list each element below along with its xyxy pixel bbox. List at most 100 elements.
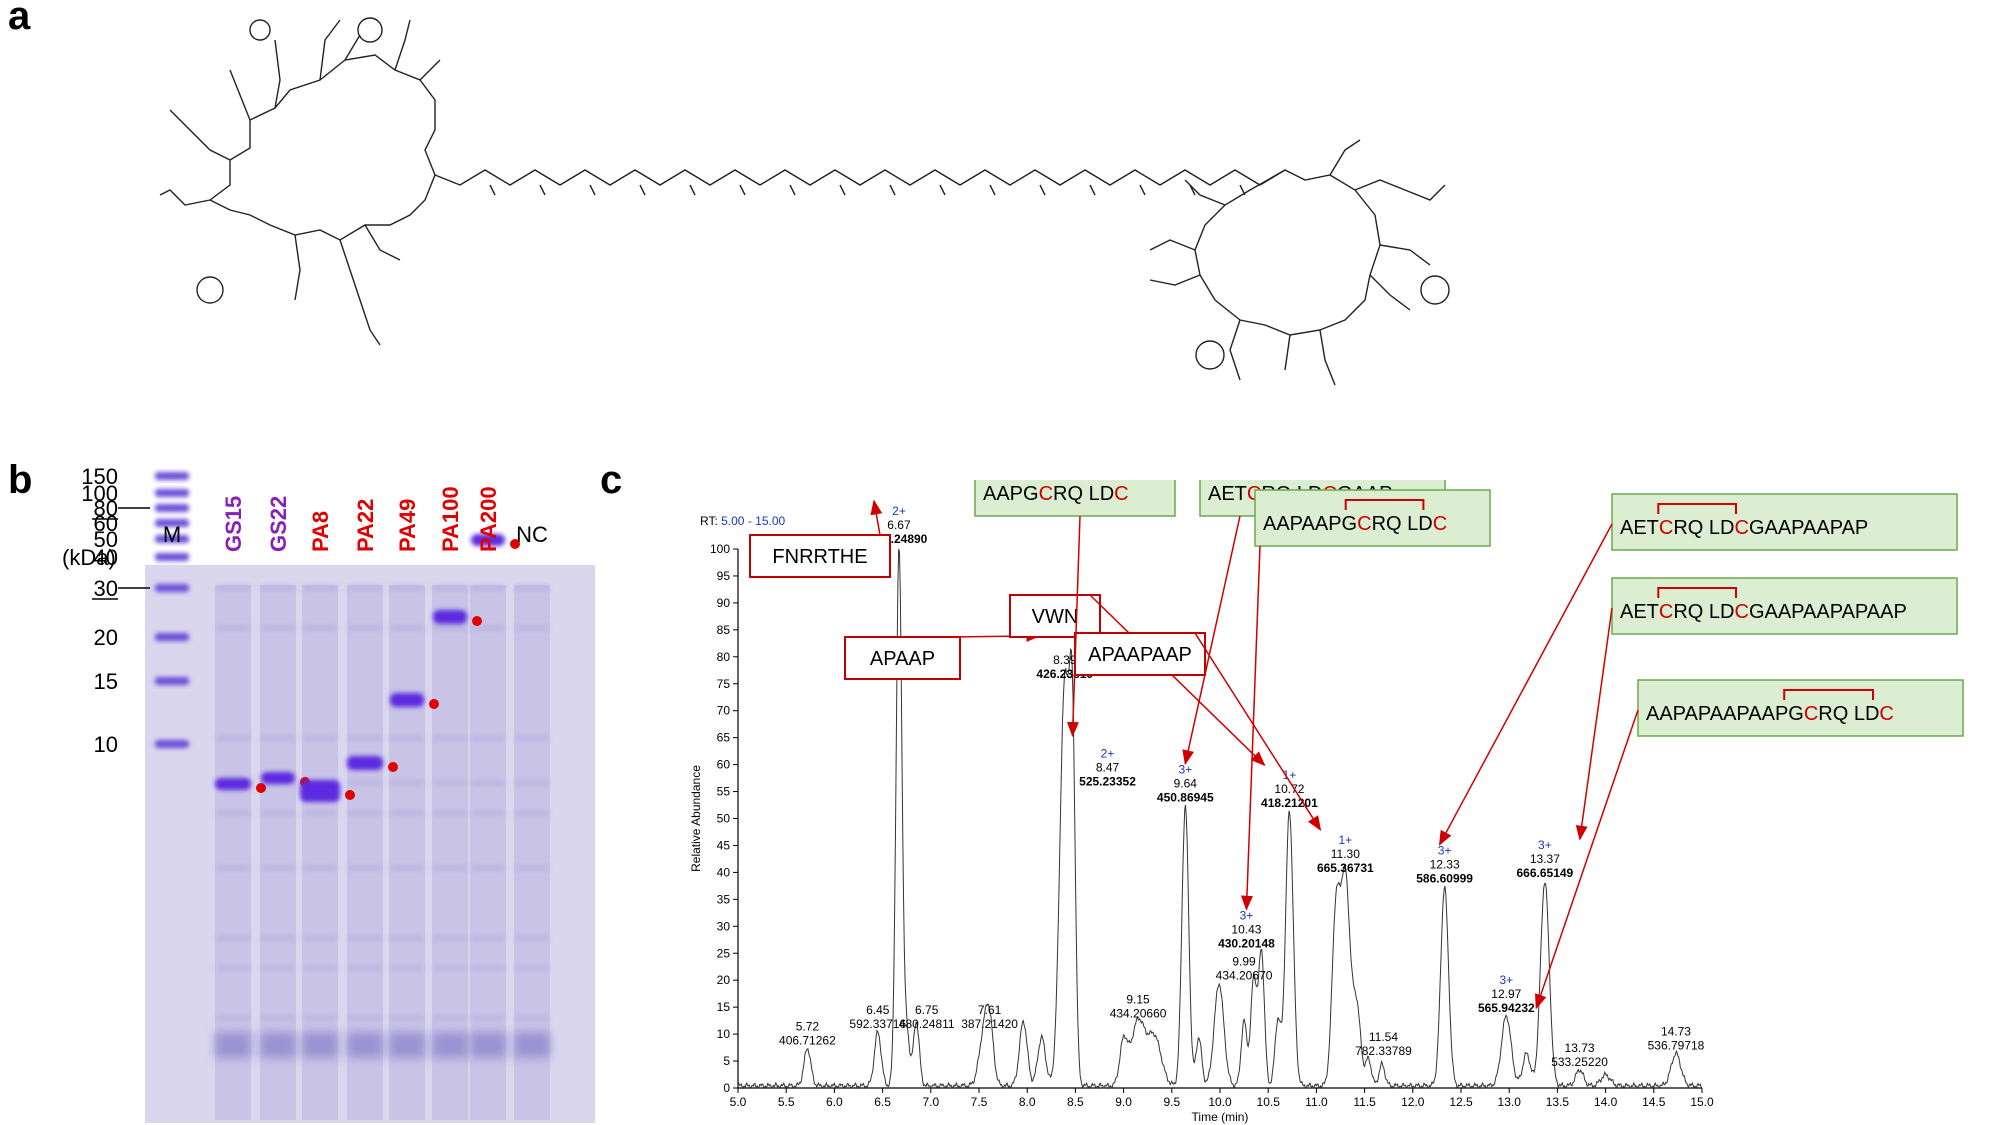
peak-charge: 2+ bbox=[892, 504, 906, 518]
lane-label: PA100 bbox=[438, 486, 463, 552]
marker-size-label: 60 bbox=[94, 511, 118, 536]
gel-faint-band bbox=[471, 1015, 505, 1021]
gel-faint-band bbox=[390, 1015, 424, 1021]
marker-size-label: 150 bbox=[81, 464, 118, 489]
peak-mass: 434.20670 bbox=[1216, 969, 1273, 983]
peak-charge: 3+ bbox=[1240, 908, 1254, 922]
gel-faint-band bbox=[303, 965, 337, 971]
gel-dye-front bbox=[302, 1032, 338, 1058]
peak-mass: 533.25220 bbox=[1551, 1055, 1608, 1069]
gel-faint-band bbox=[390, 965, 424, 971]
peak-time: 13.37 bbox=[1530, 852, 1560, 866]
fragment-sequence: APAAPAAP bbox=[1088, 644, 1192, 666]
gel-faint-band bbox=[515, 780, 549, 786]
x-tick-label: 15.0 bbox=[1690, 1095, 1714, 1109]
fragment-box bbox=[1009, 594, 1101, 638]
marker-band bbox=[155, 519, 189, 527]
peak-time: 6.67 bbox=[887, 518, 911, 532]
gel-faint-band bbox=[261, 585, 295, 591]
rt-range-label: RT: 5.00 - 15.00 bbox=[700, 514, 786, 528]
gel-faint-band bbox=[348, 1015, 382, 1021]
gel-faint-band bbox=[471, 935, 505, 941]
gel-faint-band bbox=[515, 865, 549, 871]
right-macrocycle-ring bbox=[1194, 169, 1381, 336]
fragment-annotation: APAAP bbox=[844, 629, 1042, 680]
peak-time: 7.61 bbox=[978, 1003, 1002, 1017]
peak-time: 6.75 bbox=[915, 1003, 939, 1017]
peak-time: 12.33 bbox=[1430, 858, 1460, 872]
gel-faint-band bbox=[433, 810, 467, 816]
peak-mass: 418.21201 bbox=[1261, 796, 1318, 810]
peak-time: 8.39 bbox=[1053, 653, 1077, 667]
peak-time: 9.15 bbox=[1126, 992, 1150, 1006]
gel-lane-smear bbox=[347, 585, 383, 1120]
crosslink-annotation: AETCRQ LDCGAAPAAPAP bbox=[1438, 493, 1958, 846]
gel-faint-band bbox=[433, 585, 467, 591]
gel-dye-front bbox=[215, 1032, 251, 1058]
y-tick-label: 40 bbox=[717, 865, 731, 879]
x-tick-label: 14.5 bbox=[1642, 1095, 1666, 1109]
y-tick-label: 30 bbox=[717, 919, 731, 933]
x-tick-label: 14.0 bbox=[1594, 1095, 1618, 1109]
marker-band bbox=[155, 553, 189, 561]
gel-faint-band bbox=[515, 585, 549, 591]
y-tick-label: 20 bbox=[717, 973, 731, 987]
peak-time: 11.54 bbox=[1369, 1030, 1398, 1044]
gel-faint-band bbox=[471, 965, 505, 971]
annotation-arrow bbox=[1089, 594, 1266, 767]
lane-label: PA49 bbox=[395, 499, 420, 552]
gel-faint-band bbox=[216, 585, 250, 591]
peak-mass: 665.36731 bbox=[1317, 861, 1374, 875]
peak-charge: 1+ bbox=[1283, 768, 1297, 782]
peak-time: 12.97 bbox=[1491, 987, 1521, 1001]
y-axis-label: Relative Abundance bbox=[689, 765, 703, 872]
gel-faint-band bbox=[390, 780, 424, 786]
gel-faint-band bbox=[515, 625, 549, 631]
gel-dye-front bbox=[514, 1032, 550, 1058]
lane-label: M bbox=[163, 522, 181, 547]
fragment-sequence: APAAP bbox=[870, 648, 935, 670]
gel-faint-band bbox=[261, 865, 295, 871]
disulfide-bracket bbox=[1783, 689, 1874, 700]
protein-band bbox=[347, 756, 383, 770]
gel-lanes bbox=[215, 585, 550, 1120]
peak-charge: 3+ bbox=[1499, 973, 1513, 987]
crosslink-sequence: AETCRQ LDCGAAPAAPAPAAP bbox=[1620, 601, 1907, 623]
crosslink-annotation: AAPGCRQ LDC bbox=[974, 480, 1176, 738]
annotation-arrow bbox=[1534, 709, 1639, 1010]
y-tick-label: 95 bbox=[717, 569, 731, 583]
x-tick-label: 10.0 bbox=[1208, 1095, 1232, 1109]
peak-mass: 525.23352 bbox=[1079, 775, 1136, 789]
gel-faint-band bbox=[515, 935, 549, 941]
fragment-sequence: VWN bbox=[1032, 606, 1079, 628]
gel-faint-band bbox=[390, 585, 424, 591]
marker-band bbox=[155, 740, 189, 748]
chromatogram-trace bbox=[737, 548, 1703, 1090]
peak-charge: 3+ bbox=[1178, 763, 1192, 777]
disulfide-bracket bbox=[1657, 503, 1737, 514]
gel-faint-band bbox=[348, 780, 382, 786]
peak-mass: 536.79718 bbox=[1648, 1039, 1705, 1053]
y-tick-label: 0 bbox=[723, 1081, 730, 1095]
y-tick-label: 85 bbox=[717, 623, 731, 637]
gel-faint-band bbox=[261, 810, 295, 816]
fragment-box bbox=[844, 636, 961, 680]
peptide-structure-diagram bbox=[159, 17, 1450, 386]
chromatogram-line bbox=[737, 548, 1703, 1090]
y-tick-label: 55 bbox=[717, 785, 731, 799]
peak-time: 6.45 bbox=[866, 1003, 890, 1017]
protein-band bbox=[390, 693, 424, 707]
gel-faint-band bbox=[433, 865, 467, 871]
fragment-annotation: FNRRTHE bbox=[749, 499, 891, 578]
gel-faint-band bbox=[303, 1015, 337, 1021]
panel-label-a: a bbox=[8, 0, 31, 38]
fragment-sequence: FNRRTHE bbox=[772, 546, 867, 568]
gel-faint-band bbox=[303, 810, 337, 816]
